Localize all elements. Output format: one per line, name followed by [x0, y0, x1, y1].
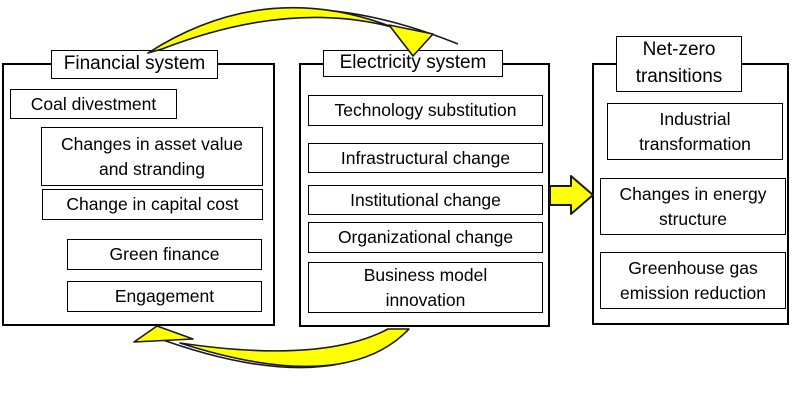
arrow-financial-to-electricity-icon: [147, 6, 459, 57]
item-institutional-change: Institutional change: [308, 185, 543, 215]
item-label: Changes in asset value and stranding: [61, 133, 243, 179]
arrow-band: [179, 328, 410, 368]
item-label: Changes in energy structure: [619, 183, 767, 229]
item-technology-substitution: Technology substitution: [308, 95, 543, 126]
item-change-in-capital-cost: Change in capital cost: [42, 189, 263, 220]
item-industrial-transformation: Industrial transformation: [607, 103, 783, 160]
item-infrastructural-change: Infrastructural change: [308, 143, 543, 173]
item-label: Greenhouse gas emission reduction: [620, 257, 766, 303]
electricity-system-title: Electricity system: [323, 50, 503, 77]
arrow-electricity-to-netzero-icon: [549, 175, 594, 215]
arrow-arc-line: [149, 8, 459, 53]
netzero-transitions-title: Net-zero transitions: [616, 36, 742, 92]
item-changes-in-asset-value: Changes in asset value and stranding: [41, 127, 263, 186]
item-label: Industrial transformation: [639, 108, 751, 154]
arrow-band: [147, 6, 393, 54]
item-label: Business model innovation: [363, 264, 488, 310]
item-organizational-change: Organizational change: [308, 222, 543, 253]
arrow-arc-line: [151, 329, 409, 369]
financial-system-title: Financial system: [51, 50, 218, 79]
item-changes-in-energy-structure: Changes in energy structure: [600, 178, 786, 235]
item-green-finance: Green finance: [67, 239, 262, 270]
arrow-electricity-to-financial-icon: [133, 325, 410, 369]
item-greenhouse-gas-emission-reduction: Greenhouse gas emission reduction: [600, 252, 786, 309]
item-business-model-innovation: Business model innovation: [308, 262, 543, 313]
item-engagement: Engagement: [67, 281, 262, 312]
item-coal-divestment: Coal divestment: [10, 89, 177, 119]
title-label: Net-zero transitions: [635, 39, 723, 87]
arrowhead-up-icon: [133, 325, 194, 343]
